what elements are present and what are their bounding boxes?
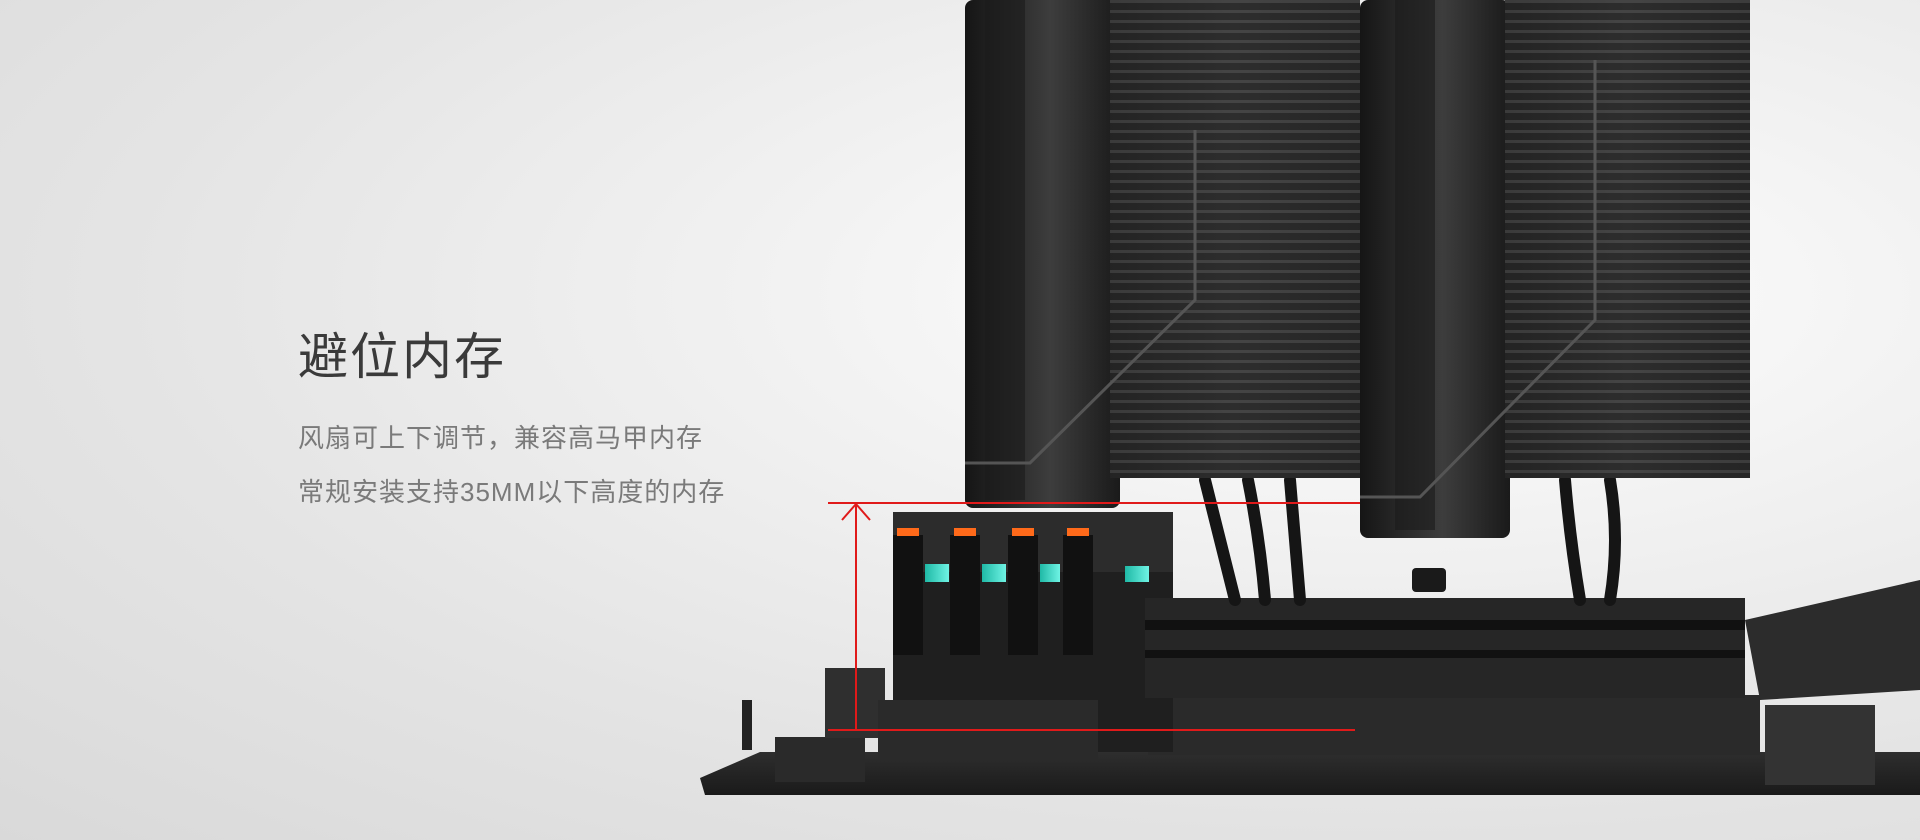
ram-stick bbox=[950, 528, 1006, 655]
headline: 避位内存 bbox=[298, 329, 506, 385]
fan-clips bbox=[965, 60, 1597, 499]
heatpipes bbox=[1199, 474, 1621, 606]
ram-modules bbox=[878, 512, 1173, 760]
heatsink-tower-rear bbox=[1505, 0, 1750, 478]
height-measure-arrow bbox=[828, 502, 1360, 731]
ram-stick bbox=[1008, 528, 1060, 655]
heatsink-tower-front bbox=[1110, 0, 1360, 478]
ram-stick bbox=[1063, 528, 1093, 655]
fan-front bbox=[965, 0, 1120, 508]
description-line-2: 常规安装支持35MM以下高度的内存 bbox=[298, 477, 726, 507]
fan-middle bbox=[1360, 0, 1510, 538]
description-line-1: 风扇可上下调节，兼容高马甲内存 bbox=[298, 423, 704, 453]
text-block: 避位内存 风扇可上下调节，兼容高马甲内存 常规安装支持35MM以下高度的内存 bbox=[298, 330, 818, 519]
cooler-base bbox=[1145, 568, 1745, 698]
motherboard bbox=[700, 580, 1920, 795]
ram-stick bbox=[893, 528, 949, 655]
